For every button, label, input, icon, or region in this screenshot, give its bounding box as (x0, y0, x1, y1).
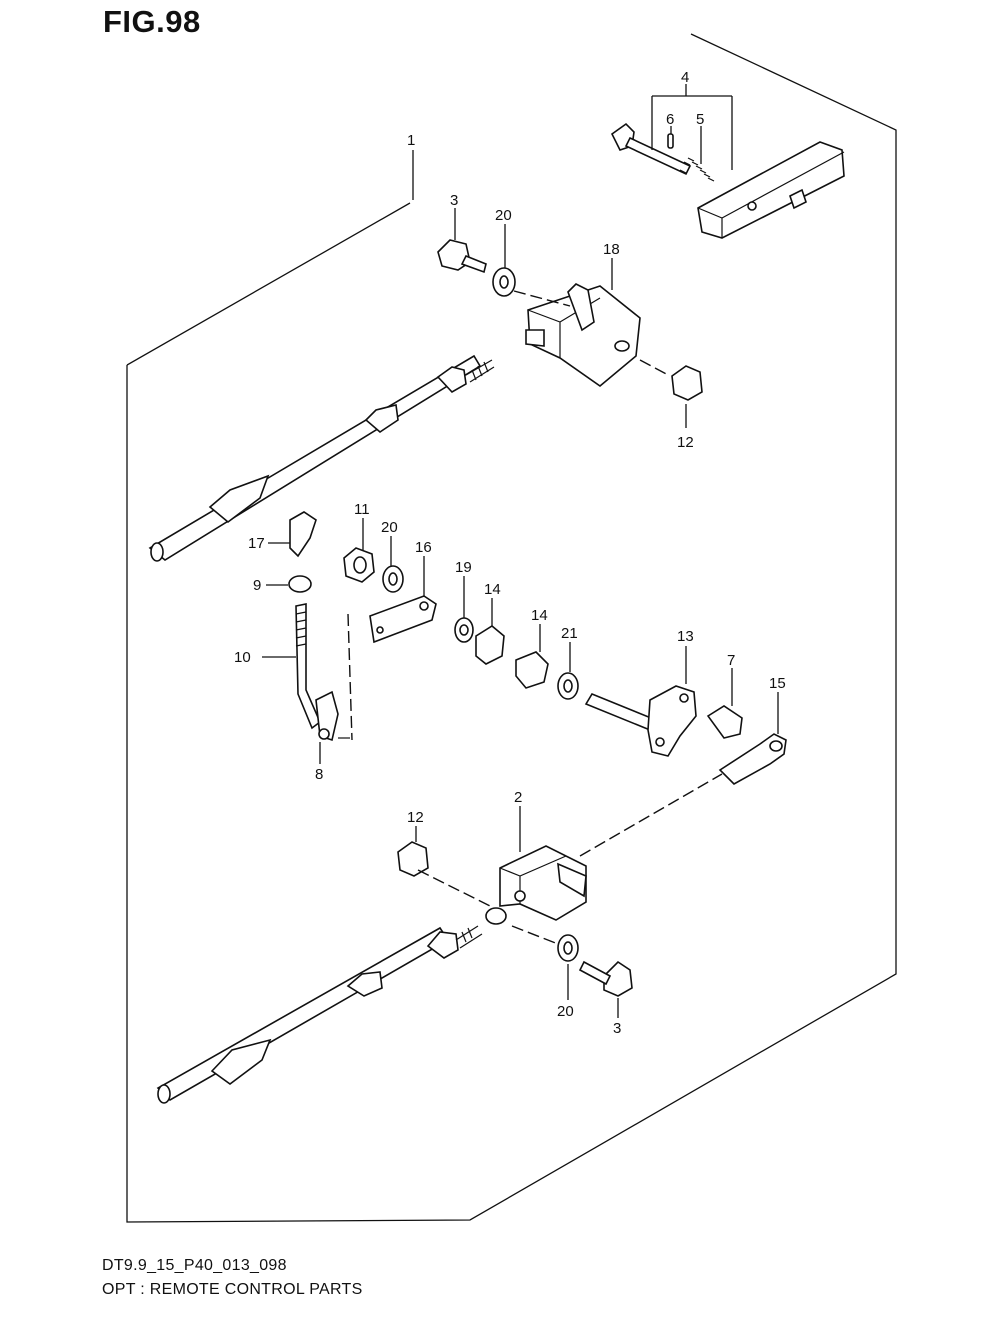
bolt-lower (578, 960, 633, 997)
bushings (475, 625, 549, 689)
callout-12-lower: 12 (407, 809, 424, 826)
callout-8: 8 (315, 766, 323, 783)
callout-11: 11 (354, 501, 370, 518)
callout-17: 17 (248, 535, 265, 552)
callout-3-lower: 3 (613, 1020, 621, 1037)
lever-plate (369, 595, 437, 644)
callout-3-upper: 3 (450, 192, 458, 209)
callout-13: 13 (677, 628, 694, 645)
lower-bracket (485, 845, 587, 925)
nuts (343, 365, 703, 877)
callout-7: 7 (727, 652, 735, 669)
callout-2: 2 (514, 789, 522, 806)
callout-19: 19 (455, 559, 472, 576)
callout-5: 5 (696, 111, 704, 128)
callout-4: 4 (681, 69, 689, 86)
assembly-lines (347, 290, 723, 945)
figure-description: OPT : REMOTE CONTROL PARTS (102, 1281, 363, 1298)
callout-21: 21 (561, 625, 578, 642)
callout-1: 1 (407, 132, 415, 149)
callout-18: 18 (603, 241, 620, 258)
figure-title: FIG.98 (103, 4, 201, 39)
lever-shaft (584, 685, 697, 757)
callout-20-lower: 20 (557, 1003, 574, 1020)
callout-20-upper: 20 (495, 207, 512, 224)
callout-labels: 1 2 3 3 4 5 6 7 8 9 10 11 12 12 13 14 14… (234, 69, 786, 1037)
callout-14-a: 14 (484, 581, 501, 598)
callout-10: 10 (234, 649, 251, 666)
callout-6: 6 (666, 111, 674, 128)
upper-bracket (525, 283, 641, 388)
callout-14-b: 14 (531, 607, 548, 624)
link-rod-assembly (288, 511, 350, 742)
upper-control-cable (148, 354, 495, 562)
lower-control-cable (156, 925, 483, 1104)
callout-15: 15 (769, 675, 786, 692)
callout-16: 16 (415, 539, 432, 556)
joint-assembly (706, 705, 787, 785)
washers (382, 267, 579, 962)
callout-12-upper: 12 (677, 434, 694, 451)
bolt-upper (437, 239, 487, 274)
callout-9: 9 (253, 577, 261, 594)
leader-lines (262, 84, 779, 1018)
kit-outline (126, 33, 897, 1223)
grip-assembly (610, 122, 845, 239)
figure-code: DT9.9_15_P40_013_098 (102, 1257, 287, 1274)
callout-20-middle: 20 (381, 519, 398, 536)
